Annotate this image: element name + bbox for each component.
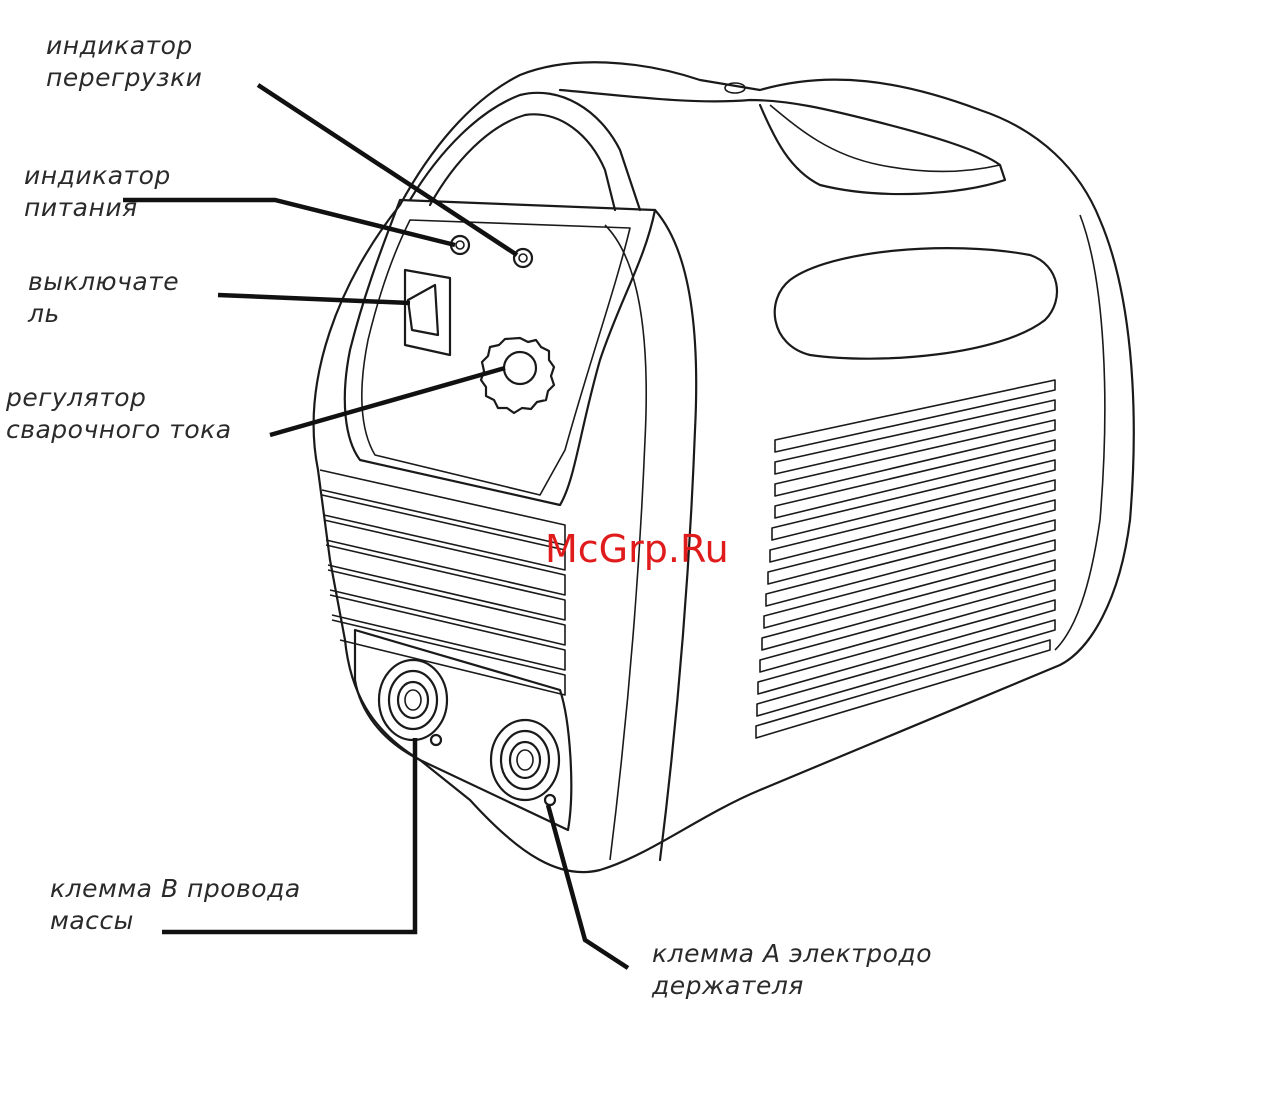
- label-terminal-a-line1: клемма А электродо: [652, 938, 932, 970]
- leader-terminal-a: [548, 805, 628, 968]
- label-overload-indicator: индикатор перегрузки: [46, 30, 202, 94]
- handle-top: [560, 90, 1005, 194]
- label-current-regulator: регулятор сварочного тока: [6, 382, 232, 446]
- label-terminal-b-line1: клемма В провода: [50, 873, 301, 905]
- label-overload-indicator-line1: индикатор: [46, 30, 202, 62]
- overload-indicator-lamp: [514, 249, 532, 267]
- front-vents: [320, 470, 565, 695]
- side-shell-right: [1055, 215, 1105, 650]
- terminal-b-socket: [379, 660, 447, 745]
- label-current-regulator-line2: сварочного тока: [6, 414, 232, 446]
- current-knob: [481, 338, 554, 413]
- label-terminal-b: клемма В провода массы: [50, 873, 301, 937]
- leader-power: [123, 200, 455, 245]
- label-power-indicator-line2: питания: [24, 192, 171, 224]
- label-terminal-b-line2: массы: [50, 905, 301, 937]
- label-power-indicator: индикатор питания: [24, 160, 171, 224]
- carry-handle-inner: [430, 114, 615, 210]
- label-current-regulator-line1: регулятор: [6, 382, 232, 414]
- label-power-indicator-line1: индикатор: [24, 160, 171, 192]
- carry-handle: [410, 93, 640, 210]
- watermark: McGrp.Ru: [545, 527, 729, 571]
- label-switch-line1: выключате: [28, 266, 179, 298]
- handle-grip: [770, 105, 1000, 171]
- side-vents: [756, 380, 1055, 738]
- leader-regulator: [270, 368, 505, 435]
- side-oval-recess: [775, 248, 1057, 359]
- label-terminal-a-line2: держателя: [652, 970, 932, 1002]
- power-switch-housing: [405, 270, 450, 355]
- label-terminal-a: клемма А электродо держателя: [652, 938, 932, 1002]
- welder-body-outline: [314, 62, 1134, 872]
- label-switch-line2: ль: [28, 298, 179, 330]
- label-switch: выключате ль: [28, 266, 179, 330]
- terminal-a-socket: [491, 720, 559, 805]
- leader-switch: [218, 295, 410, 303]
- label-overload-indicator-line2: перегрузки: [46, 62, 202, 94]
